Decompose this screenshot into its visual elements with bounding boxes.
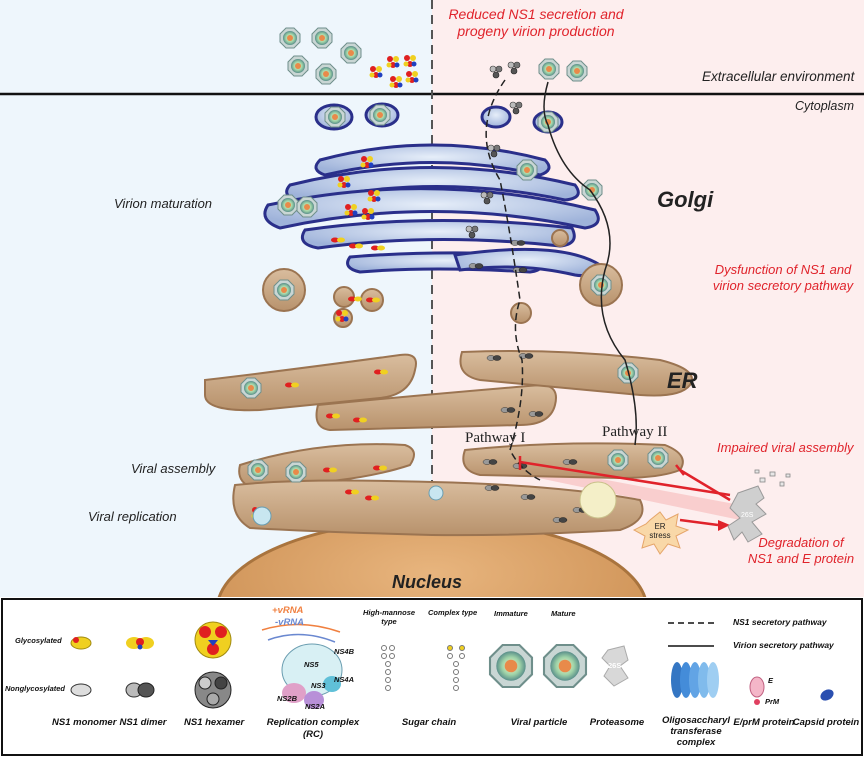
legend-graphics [70, 621, 834, 709]
viral-assembly-label: Viral assembly [131, 461, 216, 476]
legend-ost-complex: Oligosaccharyl transferase complex [661, 715, 731, 748]
er-cisternae [204, 350, 693, 537]
legend-e-prm-protein: E/prM protein [733, 717, 795, 728]
legend-mature: Mature [551, 609, 576, 618]
legend-ns4a: NS4A [334, 675, 355, 684]
proteasome-tag: 26S [741, 512, 754, 519]
er-stress-burst [632, 511, 690, 555]
legend-ns1-hexamer: NS1 hexamer [184, 717, 245, 728]
legend-replication-complex: Replication complex (RC) [266, 717, 360, 740]
legend-e: E [768, 676, 774, 685]
pathway-1-label: Pathway I [465, 430, 526, 446]
legend-nonglycosylated: Nonglycosylated [5, 684, 66, 693]
impaired-assembly-label: Impaired viral assembly [717, 440, 854, 455]
legend-ns4b: NS4B [334, 647, 355, 656]
cytoplasm-label: Cytoplasm [795, 99, 855, 113]
dysfunction-label: Dysfunction of NS1 and virion secretory … [712, 262, 854, 293]
degraded-fragments [754, 469, 791, 487]
proteasome [727, 485, 767, 543]
legend-ns5: NS5 [304, 660, 319, 669]
legend-ns1-secretory-pathway: NS1 secretory pathway [733, 617, 827, 627]
legend-proteasome-tag: 26S [608, 661, 622, 670]
degradation-arrowhead [718, 520, 730, 531]
legend-vrna-plus: +vRNA [272, 605, 304, 616]
ns1-pathway-line [485, 79, 541, 481]
pathway-2-label: Pathway II [602, 424, 668, 440]
virion-pathway-line [543, 81, 637, 446]
virion-maturation-label: Virion maturation [114, 196, 213, 211]
legend-ns3: NS3 [311, 681, 326, 690]
legend-vrna-minus: -vRNA [275, 617, 305, 628]
legend-virion-secretory-pathway: Virion secretory pathway [733, 640, 834, 650]
legend-ns2a: NS2A [305, 702, 326, 711]
er-label: ER [667, 368, 698, 393]
er-stress-label: ER stress [649, 522, 671, 540]
degradation-label: Degradation of NS1 and E protein [747, 535, 855, 566]
golgi-label: Golgi [657, 187, 714, 212]
legend-ns2b: NS2B [277, 694, 298, 703]
nucleus-label: Nucleus [392, 572, 463, 592]
replication-complex-er [252, 481, 617, 526]
legend-immature: Immature [494, 609, 528, 618]
extracellular-label: Extracellular environment [702, 69, 855, 84]
legend-complex-type: Complex type [428, 608, 478, 617]
legend-proteasome: Proteasome [589, 717, 645, 728]
legend-high-mannose: High-mannose type [362, 608, 416, 626]
impaired-assembly-arrows [518, 456, 731, 527]
legend-capsid-protein: Capsid protein [792, 717, 860, 728]
legend-ns1-monomer: NS1 monomer [52, 717, 117, 728]
legend-sugar-chain: Sugar chain [401, 717, 457, 728]
legend-viral-particle: Viral particle [510, 717, 568, 728]
viral-replication-label: Viral replication [88, 509, 177, 524]
legend-ns1-dimer: NS1 dimer [119, 717, 167, 728]
reduced-secretion-caption: Reduced NS1 secretion and progeny virion… [448, 6, 624, 39]
legend-prm: PrM [765, 697, 780, 706]
legend-glycosylated: Glycosylated [15, 636, 62, 645]
